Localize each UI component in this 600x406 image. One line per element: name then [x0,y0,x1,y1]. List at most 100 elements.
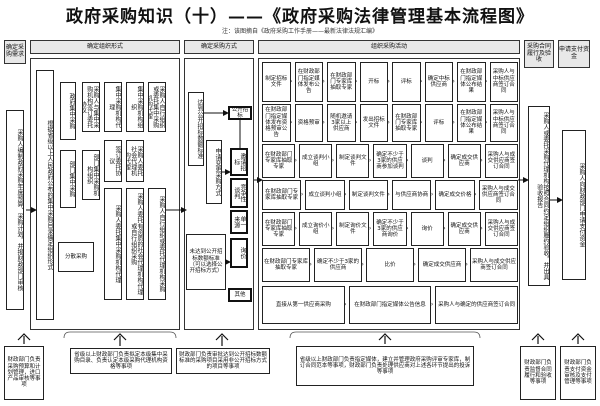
gov-agent-box: 集中采购机构代理 [104,82,122,132]
process-step-5-7: 采购人与成交供应商签订合同 [484,212,518,246]
process-step-5-4: 确定不少于3家的供应商询价 [373,212,407,246]
process-step-7-2: 在财政部门指定媒体公告信息 [348,286,432,324]
process-step-3-4: 确定不少于3家的供应商参加谈判 [373,144,407,178]
step-arrow: › [406,225,409,232]
process-step-2-7: 在财政部门指定媒体公布结果 [457,104,486,142]
step-arrow: › [413,261,416,268]
step-arrow: › [290,119,293,126]
step-arrow: › [480,225,483,232]
step-arrow: › [309,261,312,268]
gov-central-box: 政府集中采购 [60,82,76,140]
step-arrow: › [485,78,488,85]
process-step-6-3: 比价 [366,248,414,282]
method-invited-tender: 邀请招标 [230,148,248,176]
step-arrow: › [452,119,455,126]
payment-request-box: 采购人向财政部门申请支付资金 [562,130,586,280]
process-step-5-3: 制定询价文件 [336,212,370,246]
process-step-2-3: 随机邀请3家以上供应商 [327,104,356,142]
process-step-1-2: 在财政部门指定媒体发布公告 [294,62,323,102]
process-step-2-5: 在财政部门专家库抽取专家 [392,104,421,142]
process-step-5-6: 确定成交供应商 [447,212,481,246]
method-frame [184,58,254,330]
process-step-4-4: 与供应商协商 [392,180,432,210]
step-arrow: › [387,191,390,198]
process-step-1-4: 开标 [359,62,388,102]
pur-self-central-box: 采购人自行组织或委托集中采购机构代理 [148,82,166,132]
column-header-payment: 申请支付资金 [558,40,590,68]
step-arrow: › [331,157,335,164]
step-arrow: › [368,157,372,164]
process-step-6-4: 确定成交供应商 [418,248,466,282]
pur-entrust-agency-box: 采购人委托有资质的社会代理机构代理或自行组织采购 [126,188,144,300]
page-title: 政府采购知识（十）——《政府采购法律管理基本流程图》 [66,7,534,27]
org-form-frame [30,58,180,330]
process-step-4-2: 成立谈判小组 [305,180,345,210]
step-arrow: › [290,78,293,85]
step-arrow: › [344,301,347,308]
step-arrow: › [331,225,335,232]
method-other: 其他 [228,288,252,302]
process-step-2-2: 资格预审 [294,104,323,142]
process-step-3-5: 谈判 [410,144,444,178]
step-arrow: › [420,78,423,85]
step-arrow: › [430,301,434,308]
step-arrow: › [387,119,390,126]
process-step-3-1: 在财政部门专家库抽取专家 [262,144,296,178]
org-form-basis-box: 根据省级以上人民政府公布的集中采购目录确定组织形式 [36,70,54,320]
step-arrow: › [452,78,455,85]
footer-contract-supervision: 财政部门负责监督合同履行和验收等事项 [520,346,556,400]
pur-dept-agree-box: 采购人与集中采购机构签订委托协议 [82,82,100,132]
step-arrow: › [361,261,364,268]
footer-budget-mgmt: 财政部门负责采购预算和计划管理，进口产品审核等事项 [4,346,44,400]
process-step-2-4: 发出招标文件 [359,104,388,142]
step-arrow: › [443,157,446,164]
method-competitive: 竞争性谈判 [230,178,248,208]
step-arrow: › [294,157,298,164]
footer-method-approval: 财政部门负责审批达到公开招标数额标准的采购项目采用非公开招标方式的项目等事项 [176,348,270,374]
process-step-2-1: 在财政部门指定媒体发布资格预审公告 [262,104,291,142]
entrust-agreement-box: 签订委托协议 [104,140,122,182]
process-step-2-6: 评标 [424,104,453,142]
step-arrow: › [480,157,483,164]
central-org-box: 集中采购机构组织 [126,82,144,132]
footer-media-expert-mgmt: 省级以上财政部门负责指定媒体，建立并管理政府采购评审专家库，制订合同范本等事项，… [296,346,474,386]
process-step-3-7: 采购人与成交供应商签订合同 [484,144,518,178]
over-limit-box: 达到公开招标数额标准 [188,92,204,166]
step-arrow: › [387,78,390,85]
dept-org-box: 部门集中采购机构组织 [82,150,100,200]
process-step-1-6: 确定中标供应商 [424,62,453,102]
process-step-1-5: 评标 [392,62,421,102]
step-arrow: › [322,119,325,126]
process-step-3-3: 制定谈判文件 [336,144,370,178]
footer-payment-mgmt: 财政部门负责支付资金审核及支付管理等事项 [560,346,596,400]
apply-change-box: 申请变更采购方式 [206,140,222,204]
process-step-5-5: 询价 [410,212,444,246]
dispersed-box: 分散采购 [58,242,94,272]
process-step-1-7: 在财政部门指定媒体公布结果 [457,62,486,102]
process-step-5-1: 在财政部门专家库抽取专家 [262,212,296,246]
process-step-1-3: 在财政部门专家库抽取专家 [327,62,356,102]
process-step-4-5: 确定成交价格 [435,180,475,210]
step-arrow: › [406,157,409,164]
process-step-4-6: 采购人与成交供应商签订合同 [478,180,518,210]
dept-central-box: 部门集中采购 [60,150,76,208]
process-step-4-1: 在财政部门专家库抽取专家 [262,180,302,210]
budget-plan-box: 采购人编制政府采购年度预算、采购计划，并报财政部门审核 [6,110,24,310]
source-note: 注：该图摘自《政府采购工作手册——最新法律法规汇编》 [221,28,378,35]
step-arrow: › [443,225,446,232]
process-step-1-1: 制定招标文件 [262,62,291,102]
activities-frame [258,58,520,330]
step-arrow: › [294,225,298,232]
under-limit-box: 未达到公开招标数额标准（可以选择公开招标方式） [186,234,226,290]
process-step-2-8: 采购人与中标供应商签订合同 [489,104,518,142]
process-step-7-3: 采购人与确定的供应商签订合同 [435,286,518,324]
process-step-5-2: 成立询价小组 [299,212,333,246]
step-arrow: › [485,119,488,126]
step-arrow: › [300,191,304,198]
pur-self-box: 采购人自行组织或委托代理机构采购 [148,188,166,300]
column-header-org-form: 确定组织形式 [30,40,180,54]
process-step-3-6: 确定成交供应商 [447,144,481,178]
column-header-method: 确定采购方式 [184,40,254,54]
process-step-7-1: 直接从第一供应商采购 [262,286,345,324]
process-step-1-8: 采购人与中标供应商签订合同 [489,62,518,102]
